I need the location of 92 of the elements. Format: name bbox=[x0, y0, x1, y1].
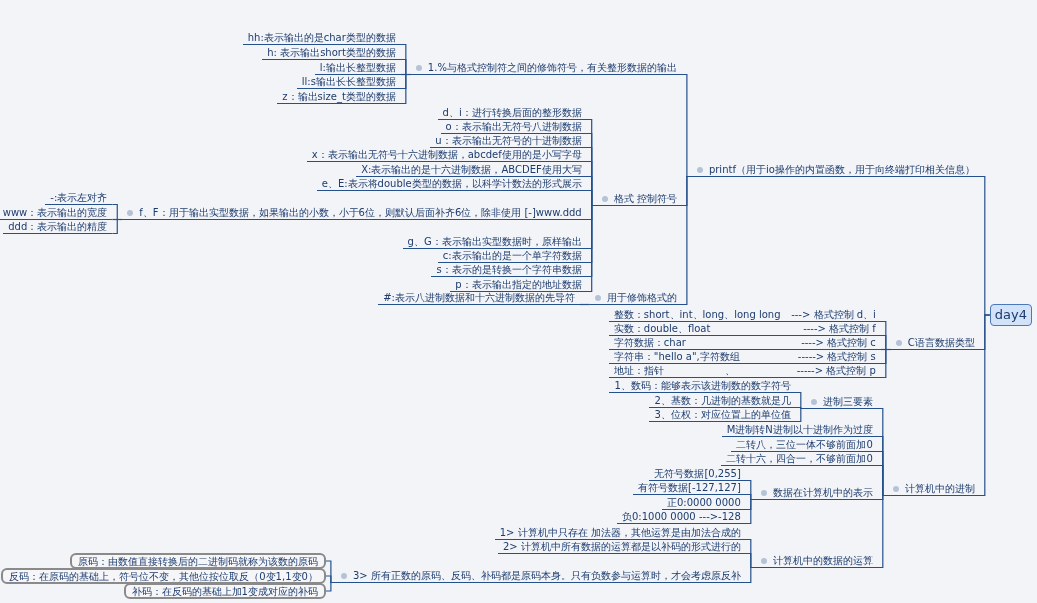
topic-text: x：表示输出无符号十六进制数据，abcdef使用的是小写字母 bbox=[311, 148, 582, 161]
topic-text: 字符数据：char bbox=[613, 336, 686, 349]
topic-text: hh:表示输出的是char类型的数据 bbox=[247, 31, 396, 44]
topic-text: -:表示左对齐 bbox=[50, 191, 108, 204]
topic-node bbox=[608, 322, 881, 336]
connector-line bbox=[745, 498, 757, 525]
topic-text: 3、位权：对应位置上的单位值 bbox=[654, 408, 791, 421]
topic-text: ----> 格式控制 f bbox=[803, 322, 876, 335]
topic-text: 地址：指针 bbox=[613, 364, 664, 377]
connector-line bbox=[795, 407, 807, 423]
topic-node bbox=[45, 191, 113, 205]
connector-line bbox=[400, 73, 412, 105]
topic-text: f、F：用于输出实型数据，如果输出的小数，小于6位，则默认后面补齐6位，除非使用 [-]www.ddd bbox=[139, 206, 582, 219]
topic-text: day4 bbox=[994, 306, 1027, 324]
topic-text: 1、数码：能够表示该进制数的数字符号 bbox=[614, 379, 791, 392]
topic-node bbox=[649, 467, 746, 481]
topic-node bbox=[755, 486, 878, 500]
topic-node bbox=[3, 220, 113, 234]
connector-line bbox=[325, 581, 337, 592]
topic-text: p：表示输出指定的地址数据 bbox=[455, 278, 582, 291]
topic-text: 整数：short、int、long、long long bbox=[613, 308, 781, 321]
connector-line bbox=[877, 494, 889, 569]
connector-line bbox=[880, 348, 892, 379]
topic-text: 反码：在原码的基础上，符号位不变，其他位按位取反（0变1,1变0） bbox=[9, 569, 318, 583]
topic-text: 补码：在反码的基础上加1变成对应的补码 bbox=[131, 584, 318, 598]
topic-text: 3> 所有正数的原码、反码、补码都是原码本身。只有负数参与运算时，才会考虑原反补 bbox=[352, 569, 741, 582]
topic-text: s：表示的是转换一个字符串数据 bbox=[436, 263, 582, 276]
topic-text: ddd：表示输出的精度 bbox=[8, 220, 108, 233]
topic-text: 2、基数：几进制的基数就是几 bbox=[654, 394, 791, 407]
topic-node bbox=[314, 61, 401, 75]
topic-text: 原码：由数值直接转换后的二进制码就称为该数的原码 bbox=[77, 554, 318, 568]
topic-text: 1.%与格式控制符之间的修饰符号，有关整形数据的输出 bbox=[427, 61, 677, 74]
connector-line bbox=[979, 314, 991, 497]
topic-text: M进制转N进制以十进制作为过度 bbox=[726, 423, 873, 436]
topic-text: 1> 计算机中只存在 加法器，其他运算是由加法合成的 bbox=[499, 526, 741, 539]
topic-text: 进制三要素 bbox=[822, 395, 873, 408]
topic-text: 无符号数据[0,255] bbox=[654, 467, 741, 480]
topic-text: 二转十六，四合一，不够前面加0 bbox=[726, 452, 873, 465]
topic-text: 、 bbox=[725, 364, 736, 377]
topic-node bbox=[596, 192, 682, 206]
topic-text: 有符号数据[-127,127] bbox=[638, 481, 741, 494]
topic-node bbox=[633, 481, 746, 495]
topic-text: -----> 格式控制 p bbox=[796, 364, 876, 377]
topic-text: 2> 计算机中所有数据的运算都是以补码的形式进行的 bbox=[502, 540, 741, 553]
topic-text: #:表示八进制数据和十六进制数据的先导符 bbox=[383, 291, 575, 304]
topic-text: 二转八，三位一体不够前面加0 bbox=[736, 438, 873, 451]
topic-node bbox=[608, 336, 881, 350]
topic-text: 计算机中的进制 bbox=[904, 482, 975, 495]
connector-line bbox=[111, 218, 123, 235]
topic-text: C语言数据类型 bbox=[907, 336, 975, 349]
topic-text: X:表示输出的是十六进制数据，ABCDEF使用大写 bbox=[361, 163, 582, 176]
connector-line bbox=[681, 175, 693, 306]
topic-text: u：表示输出无符号的十进制数据 bbox=[435, 134, 582, 147]
connector-line bbox=[745, 566, 757, 584]
topic-text: -----> 格式控制 s bbox=[797, 350, 876, 363]
topic-text: www：表示输出的宽度 bbox=[2, 206, 108, 219]
topic-text: 负0:1000 0000 --->-128 bbox=[621, 510, 741, 523]
topic-box bbox=[1, 568, 326, 584]
topic-text: 计算机中的数据的运算 bbox=[772, 554, 873, 567]
topic-text: ---> 格式控制 d、i bbox=[791, 308, 876, 321]
topic-text: printf（用于io操作的内置函数，用于向终端打印相关信息） bbox=[708, 163, 975, 176]
topic-text: l:输出长整型数据 bbox=[319, 61, 396, 74]
topic-box bbox=[123, 583, 326, 599]
connector-line bbox=[579, 303, 591, 306]
topic-text: 字符串："hello a",字符数组 bbox=[613, 350, 740, 363]
topic-node bbox=[662, 496, 746, 510]
topic-text: ----> 格式控制 c bbox=[801, 336, 876, 349]
topic-node bbox=[890, 336, 980, 350]
topic-text: g、G：表示输出实型数据时，原样输出 bbox=[407, 235, 582, 248]
topic-text: 用于修饰格式的 bbox=[606, 291, 677, 304]
topic-text: c:表示输出的是一个单字符数据 bbox=[442, 249, 582, 262]
topic-text: 数据在计算机中的表示 bbox=[772, 486, 873, 499]
topic-box bbox=[69, 553, 326, 569]
topic-text: d、i：进行转换后面的整形数据 bbox=[442, 106, 582, 119]
topic-node bbox=[589, 291, 682, 305]
topic-text: 实数：double、float bbox=[613, 322, 711, 335]
topic-text: h: 表示输出short类型的数据 bbox=[267, 46, 396, 59]
topic-node bbox=[608, 364, 881, 378]
root-topic-box bbox=[989, 304, 1032, 326]
connector-line bbox=[586, 204, 598, 293]
topic-node bbox=[887, 482, 980, 496]
topic-text: z：输出size_t类型的数据 bbox=[282, 90, 396, 103]
topic-node bbox=[755, 554, 878, 568]
topic-node bbox=[608, 308, 881, 322]
topic-text: 格式 控制符号 bbox=[613, 192, 677, 205]
topic-node bbox=[296, 75, 401, 89]
topic-node bbox=[805, 395, 878, 409]
topic-node bbox=[608, 350, 881, 364]
topic-text: e、E:表示将double类型的数据，以科学计数法的形式展示 bbox=[321, 177, 582, 190]
topic-text: 正0:0000 0000 bbox=[667, 496, 741, 509]
topic-text: ll:s输出长长整型数据 bbox=[301, 75, 396, 88]
topic-text: o：表示输出无符号八进制数据 bbox=[445, 120, 582, 133]
